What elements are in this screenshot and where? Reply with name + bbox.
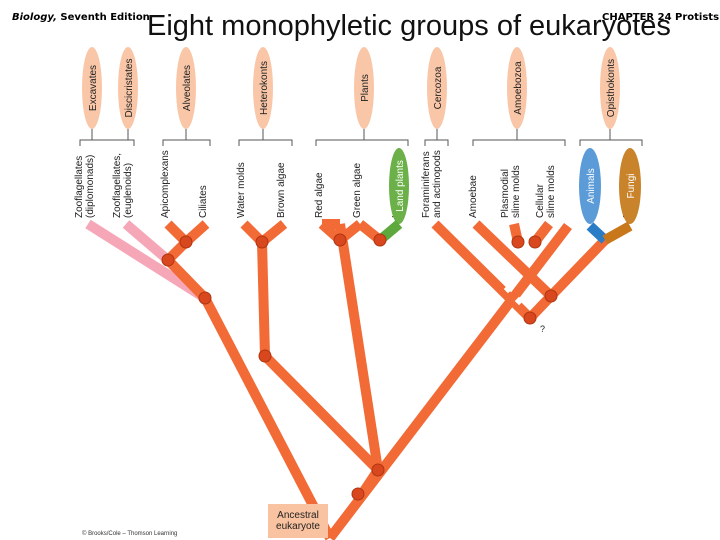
uncertain-marker: ? [540,324,545,334]
copyright-credit: © Brooks/Cole – Thomson Learning [82,531,178,537]
taxon-label-line: (euglenoids) [123,163,134,218]
tree-branch [164,256,209,302]
animals-oval [579,148,601,224]
group-oval [176,47,196,129]
taxon-label: Apicomplexans [160,150,171,218]
branch-node [528,235,542,249]
book-title: Biology, [12,12,57,23]
taxon-label-line: and actinopods [432,150,443,218]
taxon-label-line: Green algae [352,163,363,218]
tree-branch [335,223,383,471]
tree-branch [200,295,335,540]
branch-node [198,291,212,305]
clade-bracket [579,139,643,146]
branch-node [373,233,387,247]
slide-title: Eight monophyletic groups of eukaryotes [147,10,671,42]
root-label: Ancestral [277,510,319,521]
branch-node [523,311,537,325]
group-oval [427,47,447,129]
group-oval [253,47,273,129]
land-plants-oval [389,148,409,224]
group-oval [600,47,620,129]
taxon-label-line: Plasmodial [500,169,511,218]
taxon-label-line: Zooflagellates, [112,153,123,218]
taxon-label-line: Amoebae [468,175,479,218]
tree-branch [257,241,270,357]
clade-bracket [424,139,449,146]
taxon-label: Foraminiferansand actinopods [421,150,443,218]
taxon-label-line: Apicomplexans [160,150,171,218]
taxon-label-overlay: Fungi [626,173,637,198]
group-oval [507,47,527,129]
branch-node [258,349,272,363]
group-label: Alveolates [182,65,193,111]
group-label: Excavates [88,65,99,111]
group-oval [118,47,138,129]
uncertainty-gap [514,296,524,306]
branch-node [179,235,193,249]
chapter-header: CHAPTER 24 Protists [602,12,720,23]
tree-branch [85,219,208,303]
tree-branch [547,236,609,300]
branch-node [333,233,347,247]
book-edition: Seventh Edition [60,12,150,23]
group-label: Cercozoa [433,66,444,109]
taxon-label: Amoebae [468,175,479,218]
group-label: Plants [360,74,371,102]
taxon-label-line: Red algae [314,172,325,218]
tree-branch [261,352,382,474]
clade-bracket [238,139,293,146]
group-label: Discicristates [124,59,135,118]
clade-bracket [79,139,135,146]
group-label: Opisthokonts [606,59,617,117]
fungi-oval [619,148,641,224]
tree-branch [122,220,172,264]
taxon-label: Zooflagellates(diplomonads) [74,155,96,218]
tree-branch [602,221,633,245]
taxon-label-line: (diplomonads) [85,155,96,218]
taxon-label-line: Cellular [535,183,546,218]
branch-node [511,235,525,249]
taxon-label-line: Foraminiferans [421,151,432,218]
taxon-label-line: Ciliates [198,185,209,218]
taxon-label: Plasmodialslime molds [500,165,522,218]
branch-node [544,289,558,303]
taxon-label: Zooflagellates,(euglenoids) [112,153,134,218]
branch-node [371,463,385,477]
ancestral-eukaryote-box [268,504,328,538]
tree-branch [586,222,609,244]
taxon-label: Water molds [236,162,247,218]
branch-node [255,235,269,249]
taxon-label: Red algae [314,172,325,218]
group-label: Heterokonts [259,61,270,115]
group-label: Amoebozoa [513,61,524,115]
taxon-label-line: slime molds [511,165,522,218]
taxon-label-overlay: Animals [586,168,597,204]
taxon-label: Cellularslime molds [535,165,557,218]
taxon-label-line: Zooflagellates [74,156,85,218]
taxon-label: Ciliates [198,185,209,218]
taxon-label: Green algae [352,163,363,218]
clade-bracket [162,139,211,146]
clade-bracket [472,139,566,146]
taxon-label: Brown algae [276,162,287,218]
taxon-label-line: slime molds [546,165,557,218]
root-label: eukaryote [276,521,320,532]
taxon-label-overlay: Land plants [395,160,406,212]
group-oval [354,47,374,129]
uncertainty-gap [503,284,513,294]
branch-node [351,487,365,501]
clade-bracket [315,139,409,146]
branch-node [161,253,175,267]
tree-branch [472,220,555,300]
taxon-label-line: Brown algae [276,162,287,218]
taxon-label-line: Water molds [236,162,247,218]
tree-branch [431,220,534,322]
group-oval [82,47,102,129]
book-header: Biology, Seventh Edition [12,12,150,23]
